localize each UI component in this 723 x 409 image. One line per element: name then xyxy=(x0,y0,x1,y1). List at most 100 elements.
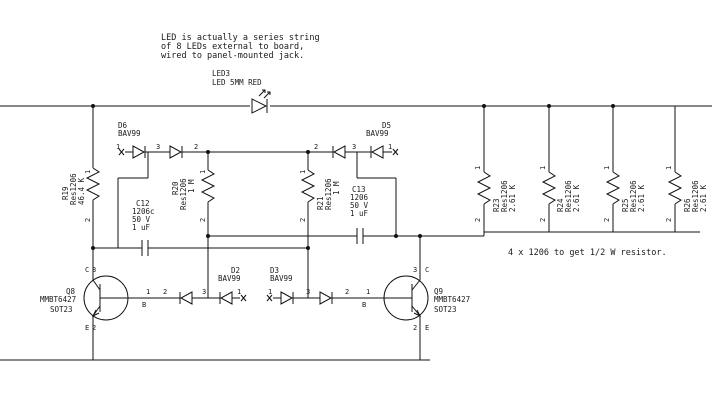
q8-pin-c: C xyxy=(85,266,89,274)
d3-pin-c: 2 xyxy=(345,288,349,296)
d6-pin-c: 2 xyxy=(194,143,198,151)
d3-part: BAV99 xyxy=(270,274,293,283)
d3-pin-a: 1 xyxy=(268,288,272,296)
r21-ref: R21 xyxy=(316,196,325,210)
r21-pin-top: 1 xyxy=(299,170,307,174)
r24-pin-top: 1 xyxy=(539,166,547,170)
d5-symbol xyxy=(308,145,399,236)
q9-pkg: SOT23 xyxy=(434,305,457,314)
r20-symbol xyxy=(200,152,216,290)
q9-part: MMBT6427 xyxy=(434,295,470,304)
d5-part: BAV99 xyxy=(366,129,389,138)
junction-dot xyxy=(206,234,210,238)
r26-symbol xyxy=(667,106,683,222)
r23-value: 2.61 K xyxy=(508,184,517,212)
d3-pin-b: 3 xyxy=(306,288,310,296)
d2-part: BAV99 xyxy=(218,274,241,283)
r26-ref: R26 xyxy=(683,198,692,212)
r19-ref: R19 xyxy=(61,186,70,200)
q9-ref: Q9 xyxy=(434,287,443,296)
d6-ref: D6 xyxy=(118,121,128,130)
junction-dot xyxy=(394,234,398,238)
power-resistor-note: 4 x 1206 to get 1/2 W resistor. xyxy=(508,248,667,258)
c12-value: 1 uF xyxy=(132,223,151,232)
led3-value: LED 5MM RED xyxy=(212,78,262,87)
r19-symbol xyxy=(85,106,101,268)
r21-value: 1 M xyxy=(332,181,341,195)
led-note-line-1: LED is actually a series string xyxy=(161,33,320,43)
r19-pin-bot: 2 xyxy=(84,218,92,222)
r25-pin-top: 1 xyxy=(603,166,611,170)
c12-pkg: 1206c xyxy=(132,207,155,216)
r21-pin-bot: 2 xyxy=(299,218,307,222)
c13-ref: C13 xyxy=(352,185,366,194)
r25-pin-bot: 2 xyxy=(603,218,611,222)
junction-dot xyxy=(306,246,310,250)
q9-pin-b-num: 1 xyxy=(366,288,370,296)
r24-ref: R24 xyxy=(556,198,565,212)
d5-pin-a: 2 xyxy=(314,143,318,151)
r19-pin-top: 1 xyxy=(84,170,92,174)
q8-pin-e-num: 2 xyxy=(92,324,96,332)
q9-pin-b: B xyxy=(362,301,366,309)
r19-value: 46.4 K xyxy=(77,177,86,205)
q9-symbol xyxy=(340,268,429,360)
r20-pin-bot: 2 xyxy=(199,218,207,222)
r20-value: 1 M xyxy=(187,179,196,193)
r25-pkg: Res1206 xyxy=(629,180,638,212)
q8-pin-e: E xyxy=(85,324,89,332)
r20-pkg: Res1206 xyxy=(179,178,188,210)
c13-voltage: 50 V xyxy=(350,201,369,210)
r23-ref: R23 xyxy=(492,198,501,212)
r24-pin-bot: 2 xyxy=(539,218,547,222)
r24-symbol xyxy=(541,106,557,222)
r26-value: 2.61 K xyxy=(699,184,708,212)
q9-pin-e: E xyxy=(425,324,429,332)
c13-value: 1 uF xyxy=(350,209,369,218)
c13-pkg: 1206 xyxy=(350,193,369,202)
r26-pin-top: 1 xyxy=(665,166,673,170)
c13-symbol xyxy=(208,228,484,244)
resistor-bus xyxy=(483,222,700,236)
d6-symbol xyxy=(117,145,208,248)
c12-voltage: 50 V xyxy=(132,215,151,224)
r26-pin-bot: 2 xyxy=(665,218,673,222)
d2-pin-b: 3 xyxy=(202,288,206,296)
led3-symbol xyxy=(251,89,271,114)
r24-pkg: Res1206 xyxy=(564,180,573,212)
d6-pin-b: 3 xyxy=(156,143,160,151)
q8-pkg: SOT23 xyxy=(50,305,73,314)
led-note-line-2: of 8 LEDs external to board, xyxy=(161,42,304,52)
q8-pin-b-num: 1 xyxy=(146,288,150,296)
r25-value: 2.61 K xyxy=(637,184,646,212)
r25-symbol xyxy=(605,106,621,222)
q9-pin-c-num: 3 xyxy=(413,266,417,274)
c12-symbol xyxy=(93,240,308,256)
c12-ref: C12 xyxy=(136,199,150,208)
d2-ref: D2 xyxy=(231,266,240,275)
q8-pin-b: B xyxy=(142,301,146,309)
q9-pin-e-num: 2 xyxy=(413,324,417,332)
r23-pkg: Res1206 xyxy=(500,180,509,212)
q8-pin-c-num: 3 xyxy=(92,266,96,274)
d2-pin-c: 1 xyxy=(237,288,241,296)
r24-value: 2.61 K xyxy=(572,184,581,212)
d3-ref: D3 xyxy=(270,266,279,275)
d6-part: BAV99 xyxy=(118,129,141,138)
d6-pin-a: 1 xyxy=(116,143,120,151)
d2-symbol xyxy=(179,290,247,305)
r25-ref: R25 xyxy=(621,198,630,212)
q8-part: MMBT6427 xyxy=(40,295,76,304)
r23-pin-bot: 2 xyxy=(474,218,482,222)
junction-dot xyxy=(91,246,95,250)
q8-symbol xyxy=(83,268,180,360)
led3-ref: LED3 xyxy=(212,69,230,78)
d3-symbol xyxy=(266,290,340,305)
q9-pin-c: C xyxy=(425,266,429,274)
d5-pin-b: 3 xyxy=(352,143,356,151)
r20-pin-top: 1 xyxy=(199,170,207,174)
r26-pkg: Res1206 xyxy=(691,180,700,212)
led-note-line-3: wired to panel-mounted jack. xyxy=(161,51,304,61)
